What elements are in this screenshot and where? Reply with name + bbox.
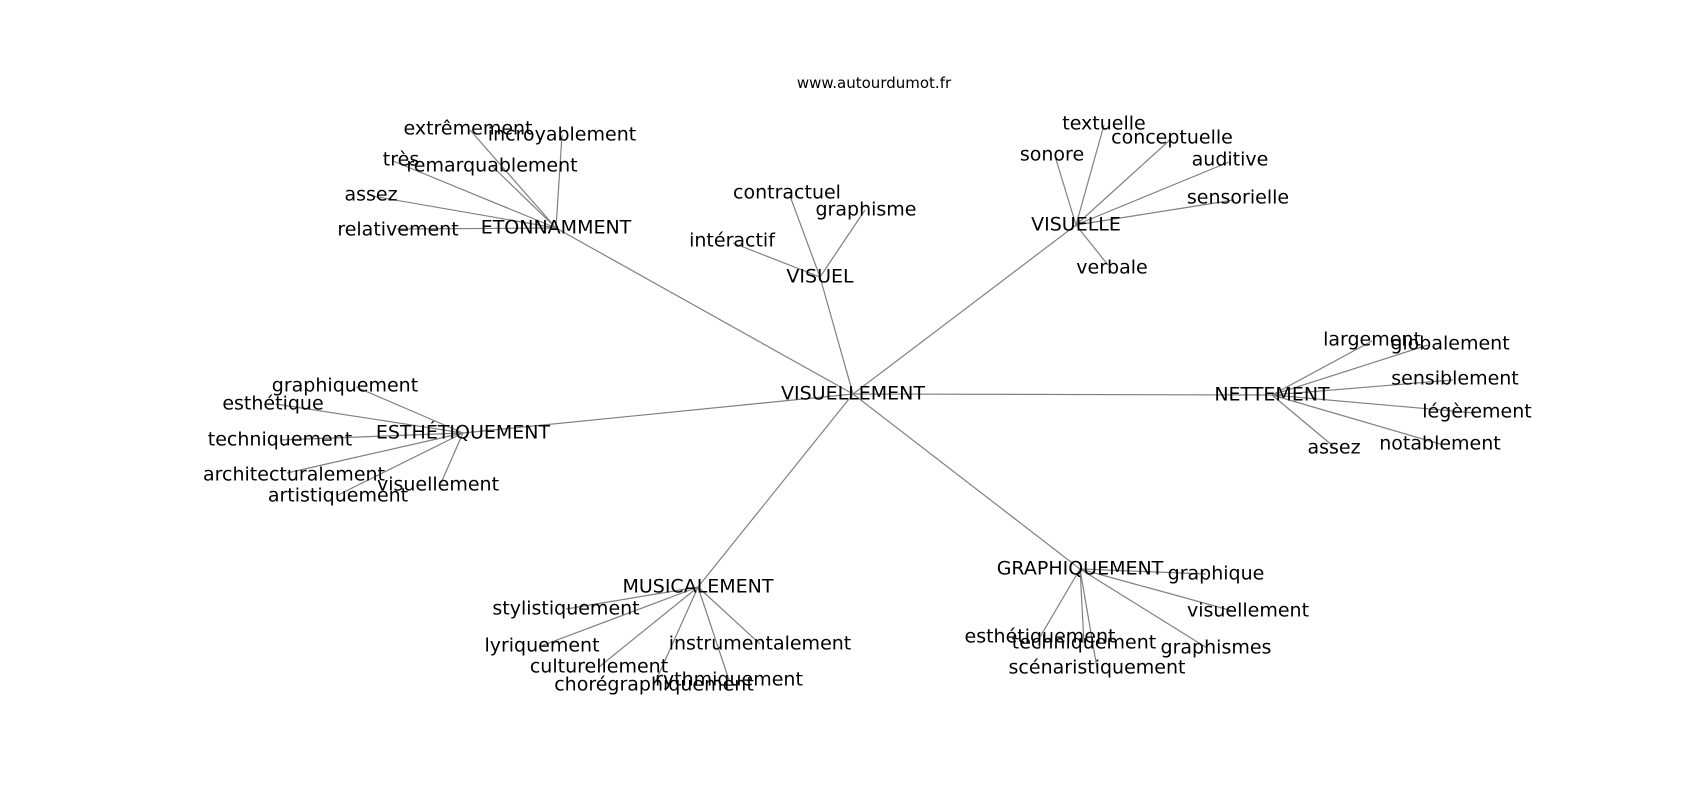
leaf-node[interactable]: sensiblement [1391,368,1519,390]
leaf-node[interactable]: architecturalement [203,464,385,486]
leaf-node[interactable]: graphique [1168,563,1265,585]
center-node[interactable]: VISUELLEMENT [781,383,925,405]
site-url: www.autourdumot.fr [797,74,952,92]
leaf-node[interactable]: instrumentalement [669,633,852,655]
edge-hub-to-leaf [732,242,821,278]
leaf-node[interactable]: graphisme [816,199,917,221]
leaf-node[interactable]: scénaristiquement [1009,657,1186,679]
edge-hub-to-leaf [1271,394,1476,414]
edge-hub-to-leaf [1271,394,1441,445]
edge-hub-to-leaf [1271,394,1334,447]
hub-node[interactable]: MUSICALEMENT [622,576,773,598]
edge-hub-to-leaf [355,386,464,434]
leaf-node[interactable]: lyriquement [484,635,599,657]
edge-hub-to-leaf [1271,379,1454,396]
edge-center-to-hub [852,224,1077,395]
edge-hub-to-leaf [491,165,557,229]
edge-hub-to-leaf [598,586,699,668]
hub-node[interactable]: VISUEL [786,266,854,288]
edge-hub-to-leaf [565,586,699,610]
edge-hub-to-leaf [371,195,557,229]
leaf-node[interactable]: globalement [1390,333,1509,355]
edge-hub-to-leaf [540,586,699,647]
leaf-node[interactable]: sonore [1020,144,1084,166]
leaf-node[interactable]: remarquablement [406,155,577,177]
leaf-node[interactable]: textuelle [1062,113,1145,135]
edge-hub-to-leaf [819,209,866,278]
leaf-node[interactable]: auditive [1192,149,1269,171]
edge-hub-to-leaf [337,432,464,496]
edge-hub-to-leaf [286,432,464,474]
edge-hub-to-leaf [440,432,464,484]
leaf-node[interactable]: verbale [1076,257,1147,279]
edge-center-to-hub [852,393,1081,570]
leaf-node[interactable]: stylistiquement [492,598,639,620]
edge-hub-to-leaf [1039,568,1081,638]
hub-node[interactable]: ESTHÉTIQUEMENT [376,421,551,444]
edge-hub-to-leaf [279,432,464,441]
edge-hub-to-leaf [1079,568,1234,612]
edge-hub-to-leaf [1271,340,1373,396]
leaf-node[interactable]: techniquement [208,429,352,451]
edge-hub-to-leaf [1054,155,1077,226]
hub-node[interactable]: ETONNAMMENT [481,217,632,239]
leaf-node[interactable]: esthétiquement [965,626,1116,648]
edge-hub-to-leaf [392,160,557,229]
edge-hub-to-leaf [275,403,464,434]
edge-center-to-hub [555,227,854,395]
leaf-node[interactable]: culturellement [530,656,668,678]
edge-hub-to-leaf [1075,199,1235,226]
edge-hub-to-leaf [697,586,761,645]
edge-hub-to-leaf [1079,568,1208,649]
edge-hub-to-leaf [1075,138,1172,226]
leaf-node[interactable]: contractuel [733,182,841,204]
edge-hub-to-leaf [1079,568,1098,669]
leaf-node[interactable]: graphiquement [272,375,418,397]
edge-center-to-hub [462,393,854,434]
leaf-node[interactable]: incroyablement [488,124,636,146]
edge-hub-to-leaf [653,586,699,686]
leaf-node[interactable]: sensorielle [1187,187,1289,209]
leaf-node[interactable]: artistiquement [268,485,408,507]
edge-hub-to-leaf [1079,568,1207,575]
edge-hub-to-leaf [1079,568,1085,644]
leaf-node[interactable]: notablement [1379,433,1500,455]
edge-hub-to-leaf [1075,224,1109,266]
edge-hub-to-leaf [1271,344,1429,396]
edge-hub-to-leaf [469,129,557,229]
leaf-node[interactable]: largement [1323,329,1421,351]
hub-node[interactable]: VISUELLE [1031,214,1121,236]
leaf-node[interactable]: graphismes [1161,637,1272,659]
edge-hub-to-leaf [555,134,563,229]
edge-hub-to-leaf [1075,161,1230,226]
leaf-node[interactable]: conceptuelle [1111,127,1233,149]
leaf-node[interactable]: chorégraphiquement [554,674,754,696]
hub-node[interactable]: NETTEMENT [1214,384,1330,406]
edge-hub-to-leaf [396,227,557,230]
leaf-node[interactable]: visuellement [1187,600,1309,622]
leaf-node[interactable]: extrêmement [403,118,532,140]
leaf-node[interactable]: esthétique [222,393,323,415]
leaf-node[interactable]: légèrement [1422,401,1532,423]
edge-hub-to-leaf [697,586,730,681]
hub-node[interactable]: GRAPHIQUEMENT [997,558,1164,580]
leaf-node[interactable]: visuellement [377,474,499,496]
leaf-node[interactable]: rythmiquement [655,669,803,691]
edge-center-to-hub [697,393,854,588]
leaf-node[interactable]: assez [344,184,397,206]
edge-hub-to-leaf [789,195,821,278]
edge-center-to-hub [819,276,854,395]
edge-hub-to-leaf [1075,124,1105,226]
graph-edges [275,124,1476,686]
leaf-node[interactable]: très [383,149,419,171]
leaf-node[interactable]: relativement [337,219,458,241]
leaf-node[interactable]: assez [1307,437,1360,459]
leaf-node[interactable]: intéractif [689,230,776,252]
leaf-node[interactable]: techniquement [1012,632,1156,654]
edge-center-to-hub [852,393,1273,396]
